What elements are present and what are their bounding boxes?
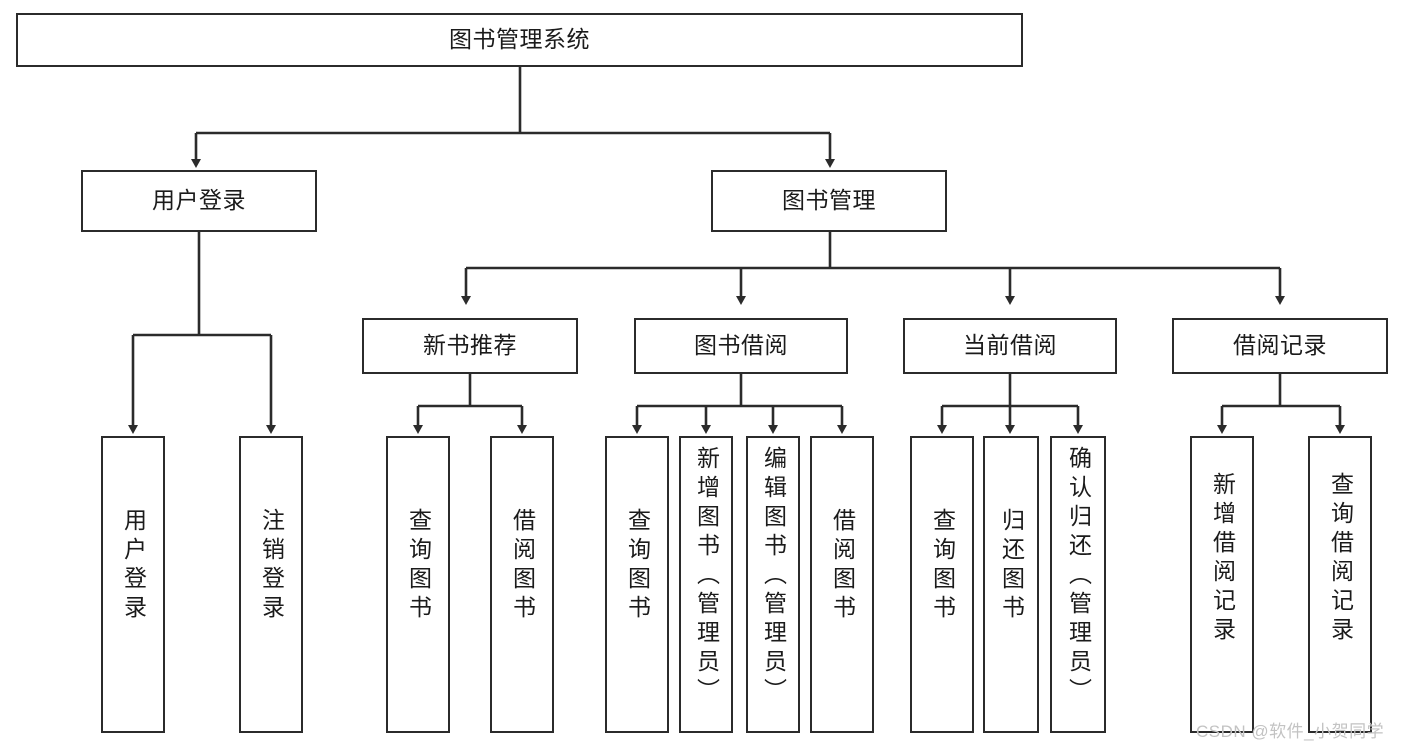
leaf-query-record-label: 查询借阅记录 (1327, 472, 1354, 646)
leaf-logout-login[interactable]: 注销登录 (239, 436, 303, 733)
leaf-add-book[interactable]: 新增图书（管理员） (679, 436, 733, 733)
leaf-edit-book-label: 编辑图书（管理员） (760, 446, 787, 707)
node-root[interactable]: 图书管理系统 (16, 13, 1023, 67)
leaf-borrow-book-1[interactable]: 借阅图书 (490, 436, 554, 733)
node-book-manage-label: 图书管理 (782, 187, 876, 214)
leaf-query-book-2[interactable]: 查询图书 (605, 436, 669, 733)
node-user-login-label: 用户登录 (152, 187, 246, 214)
leaf-confirm-return[interactable]: 确认归还（管理员） (1050, 436, 1106, 733)
leaf-borrow-book-2[interactable]: 借阅图书 (810, 436, 874, 733)
leaf-add-book-label: 新增图书（管理员） (693, 446, 720, 707)
csdn-watermark: CSDN @软件_小贺同学 (1196, 722, 1385, 741)
leaf-add-record[interactable]: 新增借阅记录 (1190, 436, 1254, 733)
node-borrow-record[interactable]: 借阅记录 (1172, 318, 1388, 374)
leaf-confirm-return-label: 确认归还（管理员） (1065, 446, 1092, 707)
node-book-borrow-label: 图书借阅 (694, 332, 788, 359)
node-book-borrow[interactable]: 图书借阅 (634, 318, 848, 374)
leaf-edit-book[interactable]: 编辑图书（管理员） (746, 436, 800, 733)
node-root-label: 图书管理系统 (449, 26, 590, 53)
leaf-query-book-1-label: 查询图书 (405, 508, 432, 624)
node-new-book-recommend-label: 新书推荐 (423, 332, 517, 359)
node-book-manage[interactable]: 图书管理 (711, 170, 947, 232)
leaf-query-book-1[interactable]: 查询图书 (386, 436, 450, 733)
leaf-user-login-label: 用户登录 (120, 508, 147, 624)
leaf-return-book[interactable]: 归还图书 (983, 436, 1039, 733)
leaf-user-login[interactable]: 用户登录 (101, 436, 165, 733)
leaf-borrow-book-2-label: 借阅图书 (829, 508, 856, 624)
leaf-query-book-3-label: 查询图书 (929, 508, 956, 624)
node-user-login[interactable]: 用户登录 (81, 170, 317, 232)
leaf-logout-login-label: 注销登录 (258, 508, 285, 624)
leaf-borrow-book-1-label: 借阅图书 (509, 508, 536, 624)
node-borrow-record-label: 借阅记录 (1233, 332, 1327, 359)
node-current-borrow-label: 当前借阅 (963, 332, 1057, 359)
leaf-query-book-2-label: 查询图书 (624, 508, 651, 624)
leaf-add-record-label: 新增借阅记录 (1209, 472, 1236, 646)
leaf-query-book-3[interactable]: 查询图书 (910, 436, 974, 733)
leaf-return-book-label: 归还图书 (998, 508, 1025, 624)
node-current-borrow[interactable]: 当前借阅 (903, 318, 1117, 374)
node-new-book-recommend[interactable]: 新书推荐 (362, 318, 578, 374)
leaf-query-record[interactable]: 查询借阅记录 (1308, 436, 1372, 733)
